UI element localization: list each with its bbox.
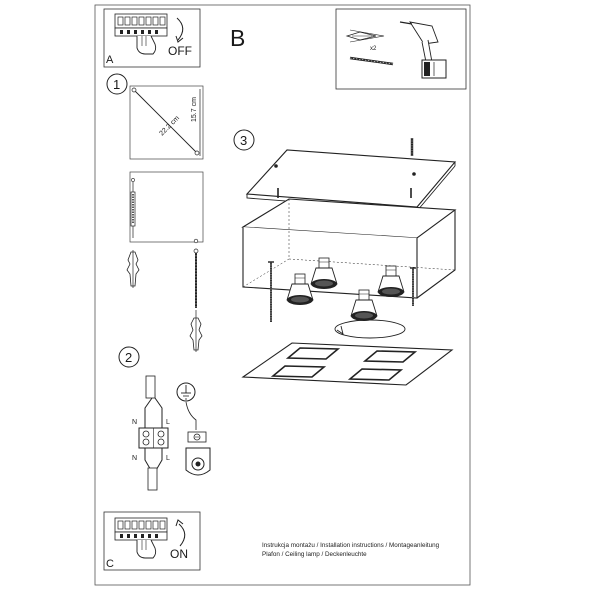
lamp-body <box>241 198 457 299</box>
page-border <box>94 4 471 586</box>
panel-a-letter: A <box>106 54 114 66</box>
screw-icon <box>349 56 394 66</box>
footer-line-2: Plafon / Ceiling lamp / Deckenleuchte <box>262 551 367 558</box>
panel-b-letter: B <box>230 25 245 51</box>
ground-terminal-icon <box>185 431 211 476</box>
drill-icon <box>399 21 447 79</box>
terminal-l-bottom: L <box>166 455 170 462</box>
wall-plug-icon <box>345 29 385 43</box>
wall-plug-left <box>126 250 140 288</box>
terminal-l-top: L <box>166 419 170 426</box>
terminal-block <box>138 427 169 449</box>
screws-right <box>410 267 416 306</box>
rotate-arrow-icon <box>334 319 406 339</box>
step-3: 3 <box>233 129 457 386</box>
ground-symbol-icon <box>176 382 197 430</box>
panel-c: C ON <box>103 511 201 571</box>
plug-count: x2 <box>370 46 377 52</box>
cover-panel <box>241 342 454 386</box>
arrow-icon <box>176 17 184 41</box>
cable-wires <box>144 375 163 491</box>
terminal-n-bottom: N <box>132 455 137 462</box>
diagonal-line <box>132 88 199 155</box>
panel-a: A OFF <box>103 8 201 68</box>
footer-info: Instrukcja montażu / Installation instru… <box>262 541 439 559</box>
step-3-number: 3 <box>240 133 247 148</box>
tools-panel: x2 <box>335 8 467 90</box>
step-1-number: 1 <box>113 77 120 92</box>
panel-c-letter: C <box>106 558 114 570</box>
footer-line-1: Instrukcja montażu / Installation instru… <box>262 542 440 549</box>
panel-a-action: OFF <box>168 44 192 58</box>
terminal-n-top: N <box>132 419 137 426</box>
drilling-square <box>129 171 204 243</box>
step-2: 2 N L N L <box>118 346 211 491</box>
panel-c-action: ON <box>170 547 188 561</box>
screws-left <box>268 261 274 322</box>
screw-in-plug <box>189 248 203 352</box>
height-measurement: 15.7 cm <box>191 97 198 122</box>
drill-bit-icon <box>130 178 136 238</box>
step-2-number: 2 <box>125 350 132 365</box>
mounting-plate <box>245 149 457 212</box>
step-1: 1 22.2 cm 15.7 cm <box>106 73 204 352</box>
arrow-icon <box>178 523 186 547</box>
